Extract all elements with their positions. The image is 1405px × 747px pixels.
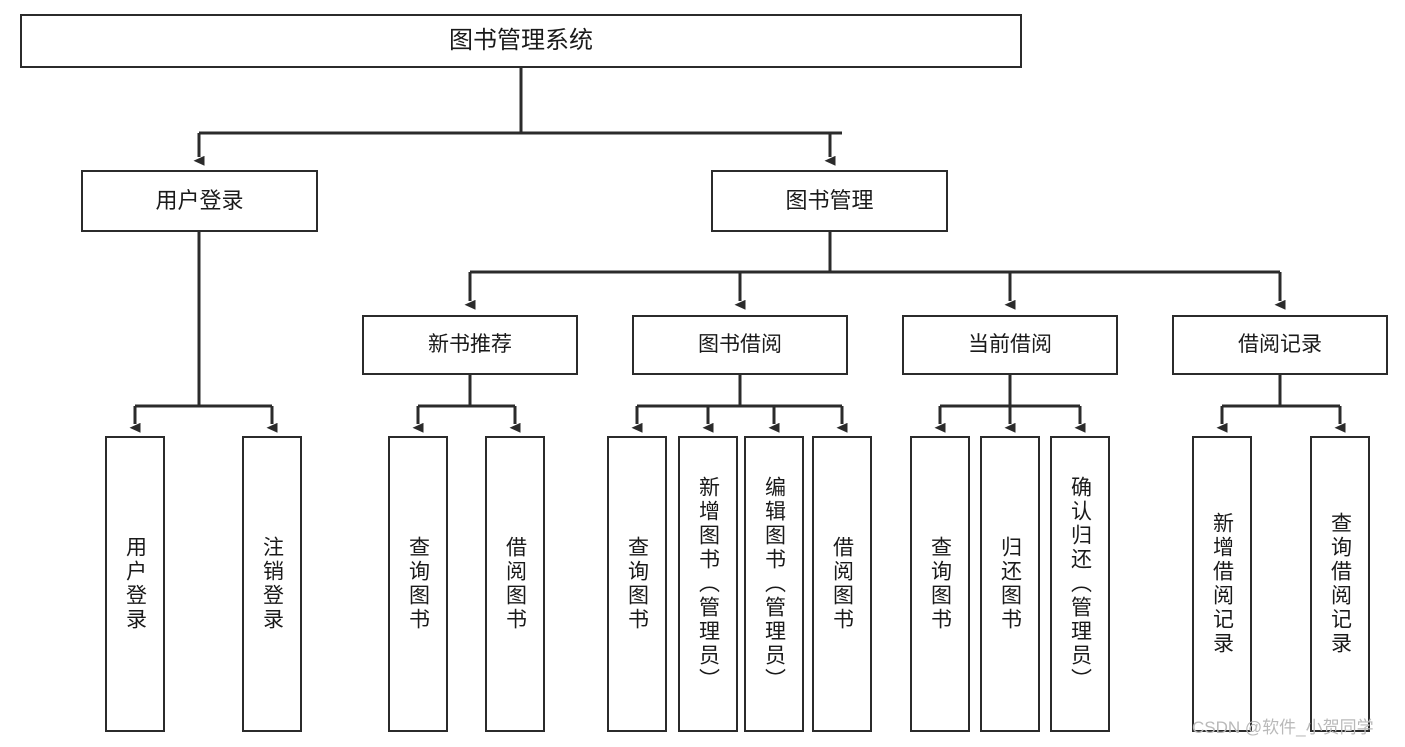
node-leaf-add-record[interactable]: 新增借阅记录: [1192, 436, 1252, 732]
node-leaf-user-login[interactable]: 用户登录: [105, 436, 165, 732]
node-leaf-confirm-return[interactable]: 确认归还（管理员）: [1050, 436, 1110, 732]
node-leaf-logout-login-label: 注销登录: [260, 536, 284, 632]
node-leaf-query-book-1-label: 查询图书: [406, 536, 430, 632]
node-leaf-logout-login[interactable]: 注销登录: [242, 436, 302, 732]
node-root[interactable]: 图书管理系统: [20, 14, 1022, 68]
node-leaf-add-book-label: 新增图书（管理员）: [696, 476, 720, 692]
node-leaf-query-book-3-label: 查询图书: [928, 536, 952, 632]
node-leaf-query-book-2-label: 查询图书: [625, 536, 649, 632]
node-book-management-label: 图书管理: [785, 188, 874, 214]
node-borrow-record-label: 借阅记录: [1238, 332, 1322, 356]
node-leaf-return-book-label: 归还图书: [998, 536, 1022, 632]
node-leaf-query-book-1[interactable]: 查询图书: [388, 436, 448, 732]
node-leaf-return-book[interactable]: 归还图书: [980, 436, 1040, 732]
node-leaf-user-login-label: 用户登录: [123, 536, 147, 632]
node-leaf-confirm-return-label: 确认归还（管理员）: [1068, 476, 1092, 692]
node-leaf-borrow-book-1-label: 借阅图书: [503, 536, 527, 632]
node-book-management[interactable]: 图书管理: [711, 170, 948, 232]
node-new-book-recommend[interactable]: 新书推荐: [362, 315, 578, 375]
node-book-borrow-label: 图书借阅: [698, 332, 782, 356]
node-leaf-borrow-book-1[interactable]: 借阅图书: [485, 436, 545, 732]
node-current-borrow-label: 当前借阅: [968, 332, 1052, 356]
node-book-borrow[interactable]: 图书借阅: [632, 315, 848, 375]
node-borrow-record[interactable]: 借阅记录: [1172, 315, 1388, 375]
node-root-label: 图书管理系统: [449, 27, 593, 55]
node-leaf-borrow-book-2[interactable]: 借阅图书: [812, 436, 872, 732]
node-leaf-add-record-label: 新增借阅记录: [1210, 512, 1234, 656]
node-leaf-edit-book[interactable]: 编辑图书（管理员）: [744, 436, 804, 732]
node-current-borrow[interactable]: 当前借阅: [902, 315, 1118, 375]
node-leaf-add-book[interactable]: 新增图书（管理员）: [678, 436, 738, 732]
node-leaf-borrow-book-2-label: 借阅图书: [830, 536, 854, 632]
node-user-login-label: 用户登录: [155, 188, 244, 214]
node-leaf-query-book-3[interactable]: 查询图书: [910, 436, 970, 732]
node-leaf-query-book-2[interactable]: 查询图书: [607, 436, 667, 732]
node-user-login[interactable]: 用户登录: [81, 170, 318, 232]
node-new-book-recommend-label: 新书推荐: [428, 332, 512, 356]
node-leaf-query-record-label: 查询借阅记录: [1328, 512, 1352, 656]
node-leaf-query-record[interactable]: 查询借阅记录: [1310, 436, 1370, 732]
node-leaf-edit-book-label: 编辑图书（管理员）: [762, 476, 786, 692]
